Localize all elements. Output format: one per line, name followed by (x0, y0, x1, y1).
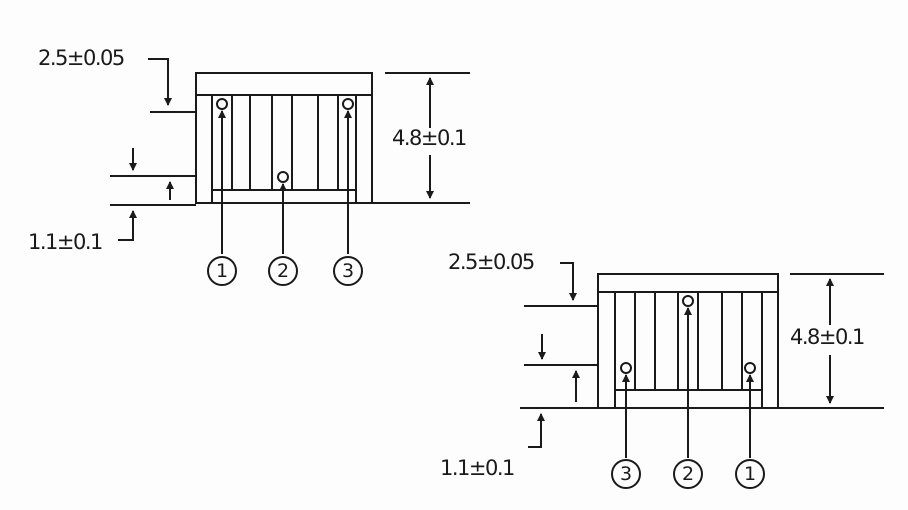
dimension-lines-1 (110, 58, 470, 241)
pin-number-2-right: 1 (735, 459, 765, 489)
dimension-label-top-2: 2.5±0.05 (448, 250, 535, 274)
dimension-label-bottom-1: 1.1±0.1 (28, 230, 103, 254)
dimension-label-top-1: 2.5±0.05 (38, 46, 125, 70)
dimension-label-height-2: 4.8±0.1 (790, 325, 865, 349)
pin-number-2-middle: 2 (673, 459, 703, 489)
dimension-lines-2 (520, 262, 884, 448)
dimension-label-bottom-2: 1.1±0.1 (440, 456, 515, 480)
pin-markers-1 (216, 98, 354, 183)
dimension-label-height-1: 4.8±0.1 (392, 126, 467, 150)
pin-number-1-right: 3 (333, 256, 363, 286)
pin-leaders-1 (218, 110, 352, 254)
pin-markers-2 (620, 295, 756, 374)
pin-leaders-2 (622, 307, 754, 458)
pin-number-2-left: 3 (611, 459, 641, 489)
pin-number-1-left: 1 (207, 256, 237, 286)
pin-number-1-middle: 2 (268, 256, 298, 286)
